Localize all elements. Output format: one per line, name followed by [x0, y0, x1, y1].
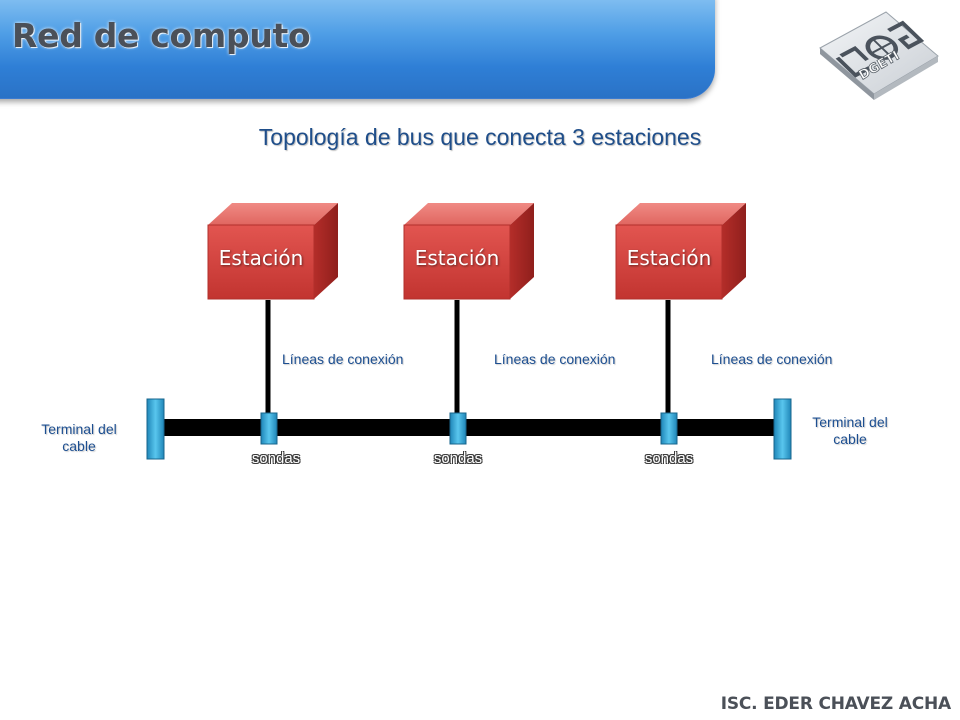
diagram-subtitle: Topología de bus que conecta 3 estacione… [258, 124, 702, 150]
probe-label: sondas [251, 450, 301, 467]
probe-label: sondas [644, 450, 694, 467]
cable-terminal-left [146, 398, 165, 460]
probe [660, 412, 678, 445]
connection-label: Líneas de conexión [494, 351, 616, 367]
institution-logo-icon: DGETI [819, 11, 939, 100]
terminal-label-right: Terminal del cable [812, 414, 888, 447]
probe [449, 412, 467, 445]
bus-cable [160, 419, 780, 436]
station-label: Estación [218, 246, 304, 270]
cable-terminal-right [773, 398, 792, 460]
station-cube [207, 203, 338, 300]
terminal-label-left: Terminal del cable [41, 421, 117, 454]
station-cube [403, 203, 534, 300]
connection-label: Líneas de conexión [711, 351, 833, 367]
station-label: Estación [414, 246, 500, 270]
probe [260, 412, 278, 445]
station-label: Estación [626, 246, 712, 270]
probe-label: sondas [433, 450, 483, 467]
connection-label: Líneas de conexión [282, 351, 404, 367]
author-credit: ISC. EDER CHAVEZ ACHA [720, 694, 952, 714]
title-banner [0, 0, 715, 99]
slide-title: Red de computo [12, 16, 311, 55]
station-cube [615, 203, 746, 300]
